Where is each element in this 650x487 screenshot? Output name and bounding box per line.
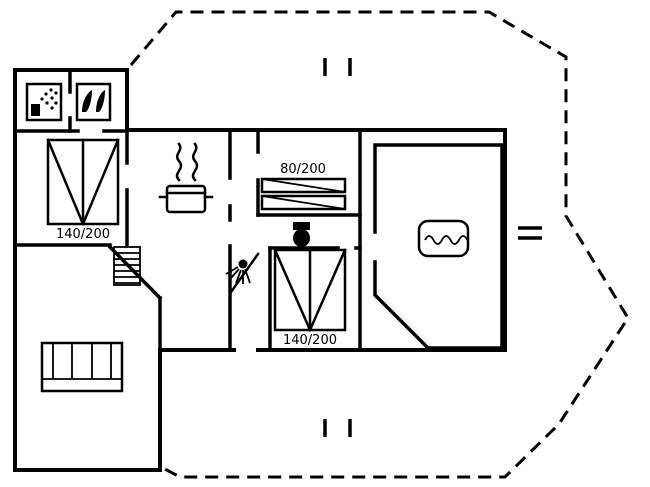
cooking-pot-steam-icon [158, 142, 214, 214]
shower-icon [225, 252, 260, 294]
whirlpool-icon [417, 219, 470, 258]
bed-size-label: 140/200 [283, 333, 337, 348]
sofa-icon [40, 341, 124, 393]
house-interior-walls [13, 68, 504, 352]
dryer-icon [75, 82, 112, 122]
double-bed-icon [46, 138, 120, 226]
terrace-outline [129, 10, 630, 479]
bed-size-label: 80/200 [280, 162, 326, 177]
stairs-icon [113, 246, 141, 286]
washing-machine-icon [25, 82, 63, 122]
terrace-post-marks [323, 58, 542, 437]
house-outer-walls [13, 68, 507, 472]
toilet-icon [293, 222, 310, 247]
bed-size-label: 140/200 [56, 227, 110, 242]
bunk-bed-icon [260, 177, 347, 211]
double-bed-icon [273, 248, 347, 332]
